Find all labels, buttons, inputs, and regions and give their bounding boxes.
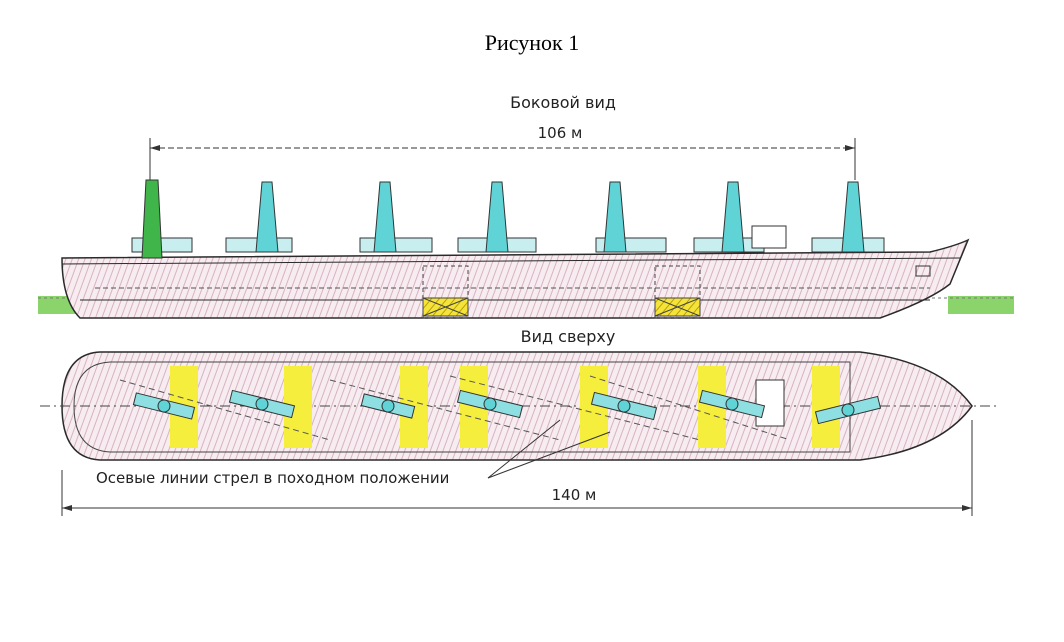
side-hull [61,238,970,319]
crane-mast-icon [595,181,667,253]
figure-title: Рисунок 1 [484,30,580,55]
top-view-label: Вид сверху [521,327,616,346]
annotation-leaders [487,419,611,479]
crane-mast-icon [811,181,885,253]
boom-icon [360,393,416,419]
deckhouse-icon [755,379,785,427]
boom-icon [590,391,658,421]
crane-mast-icon [225,181,293,253]
crane-mast-icon [359,181,433,253]
side-hold-1 [422,265,469,319]
boom-icon [456,389,524,419]
grass-right [948,296,1014,314]
crane-mast-icon [457,181,537,253]
deckhouse-icon [751,225,787,249]
crane-mast-icon [131,179,193,259]
boom-icon [132,392,196,420]
boom-icon [814,395,882,425]
top-dimension-line [61,420,973,516]
side-dimension-line [149,138,856,180]
boom-annotation: Осевые линии стрел в походном положении [96,469,449,487]
boom-icon [698,389,766,419]
top-dimension-label: 140 м [552,486,597,504]
boom-axis-lines [119,375,791,441]
side-dimension-label: 106 м [538,124,583,142]
boom-icon [228,389,296,419]
side-hold-2 [654,265,701,319]
side-view-label: Боковой вид [510,93,616,112]
crane-mast-icon [693,181,787,253]
